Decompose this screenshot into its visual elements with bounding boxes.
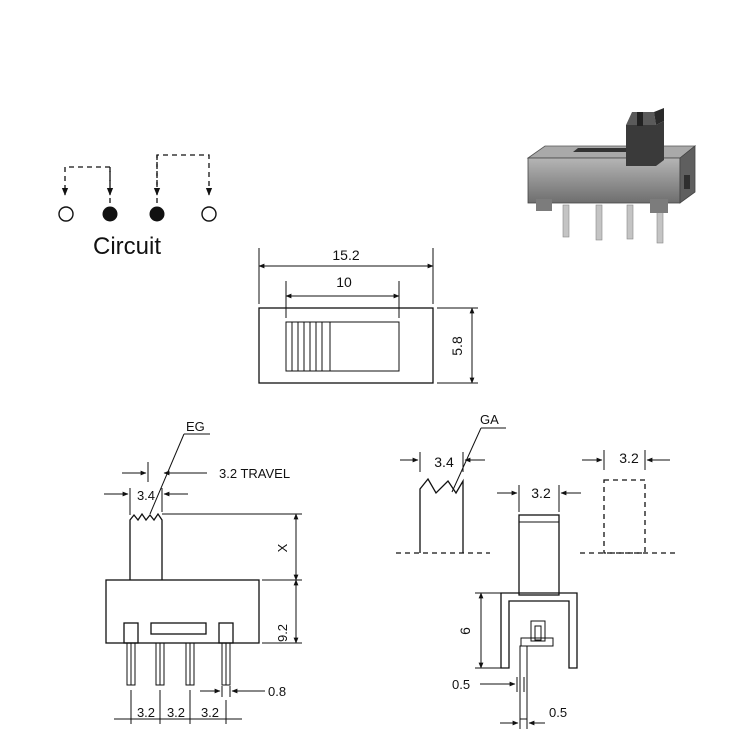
product-photo	[526, 108, 697, 244]
end-view: 3.2 6 0.5 0.5	[452, 485, 581, 729]
label-ga: GA	[480, 412, 499, 427]
dim-ga-width: 3.4	[434, 454, 454, 470]
dim-height: 5.8	[449, 336, 465, 356]
label-eg: EG	[186, 419, 205, 434]
dim-pin-width: 0.8	[268, 684, 286, 699]
side-view: EG 3.2 TRAVEL 3.4 X 9.2 0.8 3.2 3.2 3.	[104, 419, 302, 724]
terminal-filled-icon	[102, 206, 118, 222]
terminal-filled-icon	[149, 206, 165, 222]
pins	[126, 642, 231, 686]
dim-slot-width: 10	[336, 274, 352, 290]
dim-alt-actuator-width: 3.2	[619, 450, 639, 466]
dim-pin-thickness-bottom: 0.5	[549, 705, 567, 720]
dim-actuator-width: 3.2	[531, 485, 551, 501]
dim-actuator-height: X	[275, 543, 290, 552]
ga-detail: 3.4 GA	[396, 412, 506, 554]
top-view: 15.2 10 5.8	[258, 247, 478, 384]
terminal-open-icon	[201, 206, 217, 222]
circuit-schematic: Circuit	[58, 154, 217, 260]
alt-actuator-detail: 3.2	[580, 450, 675, 554]
dim-body-height: 9.2	[275, 624, 290, 642]
terminal-open-icon	[58, 206, 74, 222]
dim-pitch-3: 3.2	[201, 705, 219, 720]
dim-pin-thickness-left: 0.5	[452, 677, 470, 692]
label-travel: 3.2 TRAVEL	[219, 466, 290, 481]
dim-actuator-width: 3.4	[137, 488, 155, 503]
dim-body-height: 6	[457, 627, 473, 635]
dim-pitch-1: 3.2	[137, 705, 155, 720]
circuit-label: Circuit	[93, 233, 161, 260]
dim-overall-width: 15.2	[332, 247, 359, 263]
dim-pitch-2: 3.2	[167, 705, 185, 720]
